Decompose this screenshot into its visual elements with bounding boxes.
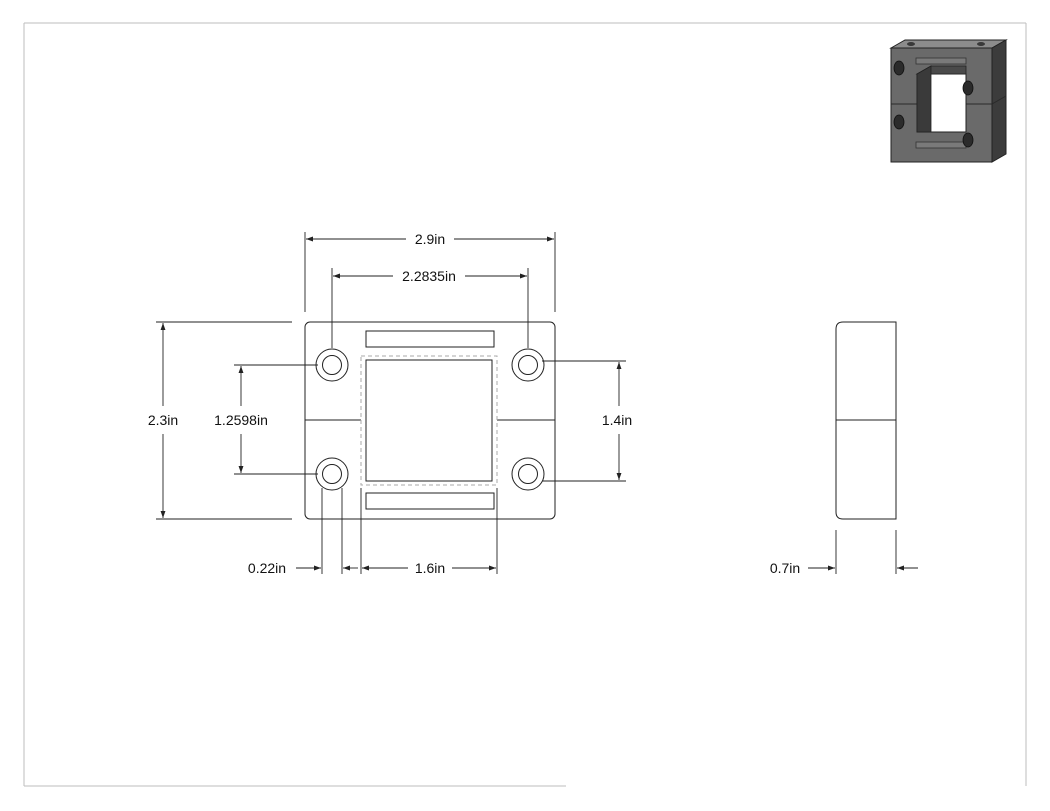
dim-hole-spacing-height-right-label: 1.4in [602, 412, 632, 428]
dim-thickness-label: 0.7in [770, 560, 800, 576]
dim-window-width-label: 1.6in [415, 560, 445, 576]
side-view [835, 321, 897, 520]
sheet-border [23, 22, 1027, 787]
isometric-view [889, 39, 1008, 163]
dim-hole-edge-offset-label: 0.22in [248, 560, 286, 576]
dim-overall-width-label: 2.9in [415, 231, 445, 247]
dimension-lines [156, 232, 918, 574]
dim-hole-spacing-width-label: 2.2835in [402, 268, 456, 284]
dim-overall-height-label: 2.3in [148, 412, 178, 428]
dim-hole-spacing-height-left-label: 1.2598in [214, 412, 268, 428]
front-view [304, 321, 556, 520]
